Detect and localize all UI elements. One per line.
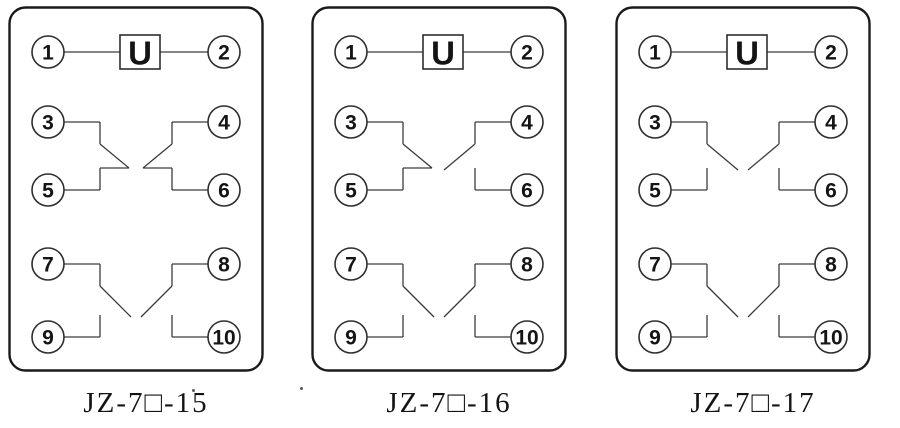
- pin-8-circle: [510, 247, 544, 281]
- pin-10-circle: [510, 320, 544, 354]
- pin-2-label: 2: [825, 42, 837, 65]
- scan-speck: [300, 387, 303, 390]
- coil-box: [726, 34, 768, 70]
- pin-8-label: 8: [521, 254, 533, 277]
- pin-1-circle: [334, 35, 368, 69]
- pin-5-label: 5: [345, 180, 357, 203]
- contact-blade-closed: [402, 143, 433, 169]
- pin-10-circle: [814, 320, 848, 354]
- pin-10-label: 10: [515, 327, 538, 350]
- pin-10-label: 10: [819, 327, 842, 350]
- pin-9-circle: [334, 320, 368, 354]
- contact-blade-open: [443, 285, 476, 318]
- pin-6-label: 6: [825, 180, 837, 203]
- contact-blade-open: [402, 285, 435, 318]
- scan-speck: [192, 389, 195, 392]
- contact-blade-open: [706, 143, 739, 171]
- pin-3-label: 3: [649, 112, 661, 135]
- pin-1-circle: [31, 35, 65, 69]
- coil-symbol: U: [128, 35, 152, 72]
- pin-1-label: 1: [345, 42, 357, 65]
- pin-9-circle: [638, 320, 672, 354]
- contact-blade-open: [747, 143, 780, 171]
- relay-case-outline: [615, 6, 871, 372]
- relay-schematic-2: U 1 2 3 5 4 6 7 9 8 10: [311, 6, 567, 372]
- pin-3-label: 3: [345, 112, 357, 135]
- pin-8-circle: [814, 247, 848, 281]
- pin-3-circle: [334, 105, 368, 139]
- pin-3-label: 3: [42, 112, 54, 135]
- coil-symbol: U: [735, 35, 759, 72]
- pin-10-circle: [207, 320, 241, 354]
- relay-schematic-3: U 1 2 3 5 4 6 7 9 8 10: [615, 6, 871, 372]
- pin-6-label: 6: [218, 180, 230, 203]
- contact-blade-open: [443, 143, 476, 171]
- pin-2-circle: [814, 35, 848, 69]
- coil-symbol: U: [431, 35, 455, 72]
- diagram-label-2: JZ-7□-16: [386, 387, 512, 419]
- pin-5-circle: [334, 173, 368, 207]
- pin-4-label: 4: [218, 112, 230, 135]
- pin-9-label: 9: [42, 327, 54, 350]
- relay-schematic-1: U 1 2 3 5 4 6 7 9 8 10: [8, 6, 264, 372]
- pin-5-circle: [31, 173, 65, 207]
- pin-2-circle: [510, 35, 544, 69]
- pin-9-label: 9: [649, 327, 661, 350]
- relay-diagram-block-1: U 1 2 3 5 4 6 7 9 8 10 JZ-7□-15: [8, 6, 264, 428]
- contact-blade-closed: [99, 143, 130, 169]
- pin-3-circle: [31, 105, 65, 139]
- coil-box: [422, 34, 464, 70]
- pin-5-label: 5: [649, 180, 661, 203]
- coil-box: [119, 34, 161, 70]
- relay-diagram-block-3: U 1 2 3 5 4 6 7 9 8 10 JZ-7□-17: [615, 6, 871, 428]
- pin-1-label: 1: [649, 42, 661, 65]
- relay-case-outline: [8, 6, 264, 372]
- pin-8-label: 8: [218, 254, 230, 277]
- pin-9-label: 9: [345, 327, 357, 350]
- contact-blade-open: [706, 285, 739, 318]
- pin-7-circle: [334, 247, 368, 281]
- pin-8-label: 8: [825, 254, 837, 277]
- contact-blade-closed: [142, 143, 173, 169]
- pin-1-circle: [638, 35, 672, 69]
- pin-4-label: 4: [521, 112, 533, 135]
- pin-7-label: 7: [345, 254, 357, 277]
- pin-7-label: 7: [42, 254, 54, 277]
- pin-6-circle: [510, 173, 544, 207]
- pin-4-label: 4: [825, 112, 837, 135]
- relay-case-outline: [311, 6, 567, 372]
- pin-3-circle: [638, 105, 672, 139]
- pin-5-label: 5: [42, 180, 54, 203]
- pin-6-label: 6: [521, 180, 533, 203]
- contact-blade-open: [747, 285, 780, 318]
- pin-7-circle: [31, 247, 65, 281]
- pin-4-circle: [207, 105, 241, 139]
- pin-4-circle: [814, 105, 848, 139]
- pin-10-label: 10: [212, 327, 235, 350]
- relay-diagram-block-2: U 1 2 3 5 4 6 7 9 8 10 JZ-7□-16: [311, 6, 567, 428]
- pin-1-label: 1: [42, 42, 54, 65]
- pin-4-circle: [510, 105, 544, 139]
- pin-2-circle: [207, 35, 241, 69]
- pin-2-label: 2: [521, 42, 533, 65]
- contact-blade-open: [99, 285, 132, 318]
- pin-2-label: 2: [218, 42, 230, 65]
- diagram-label-1: JZ-7□-15: [83, 387, 209, 419]
- pin-5-circle: [638, 173, 672, 207]
- pin-8-circle: [207, 247, 241, 281]
- pin-7-label: 7: [649, 254, 661, 277]
- pin-6-circle: [207, 173, 241, 207]
- diagram-label-3: JZ-7□-17: [690, 387, 816, 419]
- pin-9-circle: [31, 320, 65, 354]
- pin-7-circle: [638, 247, 672, 281]
- contact-blade-open: [140, 285, 173, 318]
- pin-6-circle: [814, 173, 848, 207]
